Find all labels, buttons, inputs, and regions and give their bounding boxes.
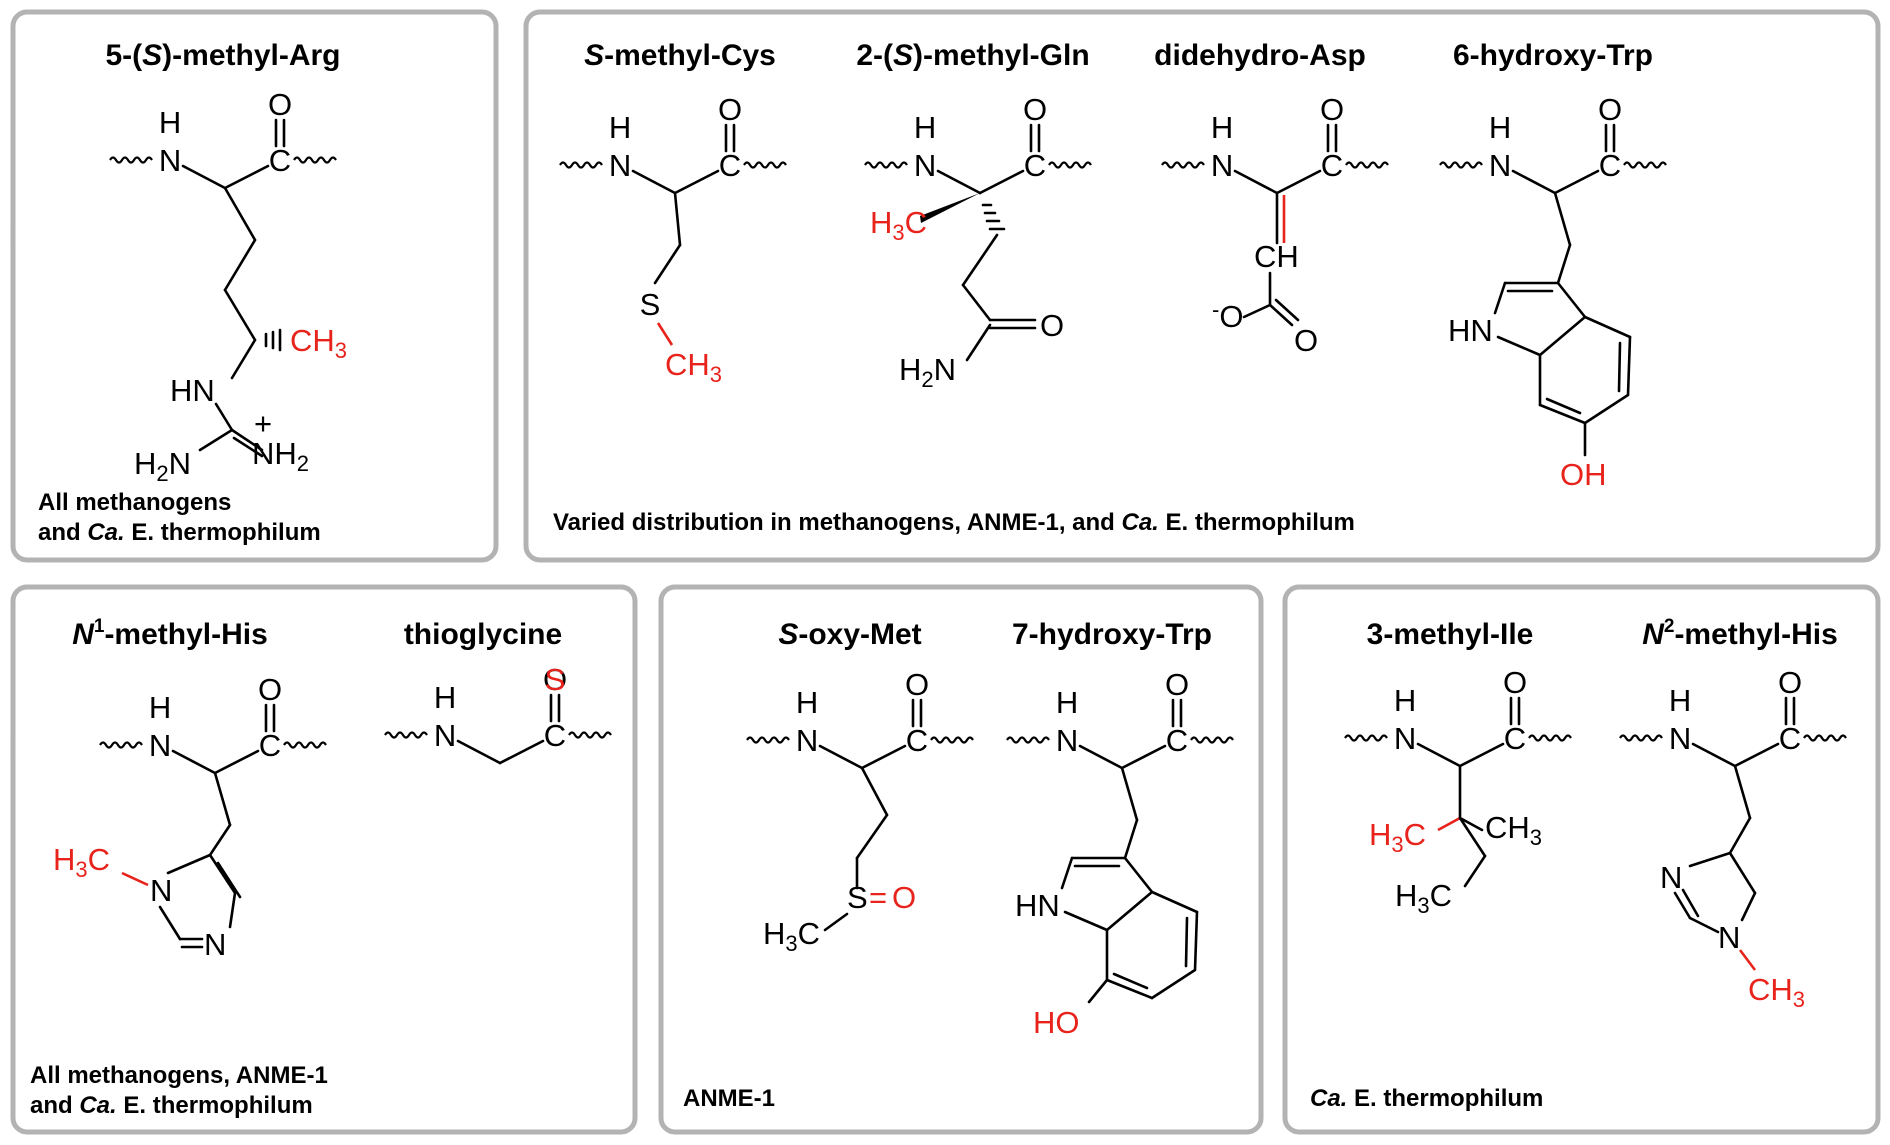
svg-text:S: S bbox=[545, 662, 566, 697]
structure-s-methyl-cys: S CH3 bbox=[558, 90, 788, 387]
structure-n1-methyl-his: N N H3C bbox=[53, 670, 328, 962]
structure-methyl-gln: H3C O H2N bbox=[863, 90, 1093, 392]
svg-text:O: O bbox=[1294, 323, 1318, 358]
panel-1-title-1: 5-(S)-methyl-Arg bbox=[105, 39, 340, 72]
svg-text:H3C: H3C bbox=[1395, 878, 1452, 918]
panel-1-caption: All methanogens bbox=[38, 489, 231, 516]
structure-n2-methyl-his: N N CH3 bbox=[1618, 663, 1848, 1012]
svg-text:CH: CH bbox=[1254, 239, 1299, 274]
svg-text:H3C: H3C bbox=[53, 842, 110, 882]
panel-5-title-2: N2-methyl-His bbox=[1642, 616, 1838, 651]
structure-7-hydroxy-trp: HN HO bbox=[1005, 665, 1235, 1040]
panel-3-title-1: N1-methyl-His bbox=[72, 616, 268, 651]
svg-text:CH3: CH3 bbox=[290, 323, 347, 363]
panel-methyl-arg: 5-(S)-methyl-Arg CH3 HN H2N NH2 + All me… bbox=[10, 9, 499, 563]
panel-2-title-1: S-methyl-Cys bbox=[584, 39, 776, 72]
svg-text:H3C: H3C bbox=[1369, 817, 1426, 857]
svg-text:CH3: CH3 bbox=[1748, 972, 1805, 1012]
svg-text:and Ca. E. thermophilum: and Ca. E. thermophilum bbox=[30, 1092, 313, 1119]
panel-2-title-3: didehydro-Asp bbox=[1154, 39, 1366, 72]
svg-text:H2N: H2N bbox=[899, 352, 956, 392]
svg-text:S: S bbox=[847, 880, 868, 915]
svg-text:HN: HN bbox=[170, 373, 215, 408]
structure-3-methyl-ile: H3C CH3 H3C bbox=[1343, 663, 1573, 918]
panel-5-title-1: 3-methyl-Ile bbox=[1367, 618, 1534, 651]
svg-text:HO: HO bbox=[1033, 1005, 1080, 1040]
svg-text:and Ca. E. thermophilum: and Ca. E. thermophilum bbox=[38, 519, 321, 546]
svg-text:NH2: NH2 bbox=[252, 436, 309, 476]
svg-text:H3C: H3C bbox=[870, 205, 927, 245]
panel-3-caption: All methanogens, ANME-1 bbox=[30, 1062, 328, 1089]
svg-text:CH3: CH3 bbox=[1485, 810, 1542, 850]
svg-text:O: O bbox=[1040, 308, 1064, 343]
structure-methyl-arg: CH3 HN H2N NH2 + bbox=[108, 85, 347, 486]
svg-text:N: N bbox=[204, 927, 226, 962]
panel-methyl-his-thioglycine: N1-methyl-His thioglycine N N H3C S All … bbox=[10, 584, 638, 1135]
panel-2-caption: Varied distribution in methanogens, ANME… bbox=[553, 509, 1355, 536]
panel-3-title-2: thioglycine bbox=[404, 618, 562, 651]
svg-text:HN: HN bbox=[1015, 888, 1060, 923]
svg-text:CH3: CH3 bbox=[665, 347, 722, 387]
panel-2-title-4: 6-hydroxy-Trp bbox=[1453, 39, 1653, 72]
svg-text:=: = bbox=[869, 880, 887, 915]
panel-4-title-1: S-oxy-Met bbox=[778, 618, 921, 651]
svg-text:S: S bbox=[640, 287, 661, 322]
svg-text:OH: OH bbox=[1560, 457, 1607, 492]
svg-text:H2N: H2N bbox=[134, 446, 191, 486]
structure-6-hydroxy-trp: HN OH bbox=[1438, 90, 1668, 492]
svg-text:N: N bbox=[1660, 860, 1682, 895]
panel-5-caption: Ca. E. thermophilum bbox=[1310, 1085, 1543, 1112]
svg-text:+: + bbox=[254, 406, 272, 441]
svg-text:O: O bbox=[892, 880, 916, 915]
panel-4-caption: ANME-1 bbox=[683, 1085, 775, 1112]
panel-anme-1: S-oxy-Met 7-hydroxy-Trp S = O H3C HN bbox=[658, 584, 1264, 1135]
structure-didehydro-asp: CH -O O bbox=[1160, 90, 1390, 358]
panel-2-title-2: 2-(S)-methyl-Gln bbox=[856, 39, 1089, 72]
svg-text:-O: -O bbox=[1212, 297, 1243, 334]
panel-thermophilum: 3-methyl-Ile N2-methyl-His H3C CH3 H3C N bbox=[1282, 584, 1881, 1135]
panel-varied-distribution: S-methyl-Cys 2-(S)-methyl-Gln didehydro-… bbox=[523, 9, 1881, 563]
svg-text:H3C: H3C bbox=[763, 916, 820, 956]
structure-thioglycine: S bbox=[383, 660, 613, 765]
svg-text:N: N bbox=[150, 873, 172, 908]
panel-4-title-2: 7-hydroxy-Trp bbox=[1012, 618, 1212, 651]
svg-text:HN: HN bbox=[1448, 313, 1493, 348]
structure-s-oxy-met: S = O H3C bbox=[745, 665, 975, 956]
svg-text:N: N bbox=[1718, 920, 1740, 955]
